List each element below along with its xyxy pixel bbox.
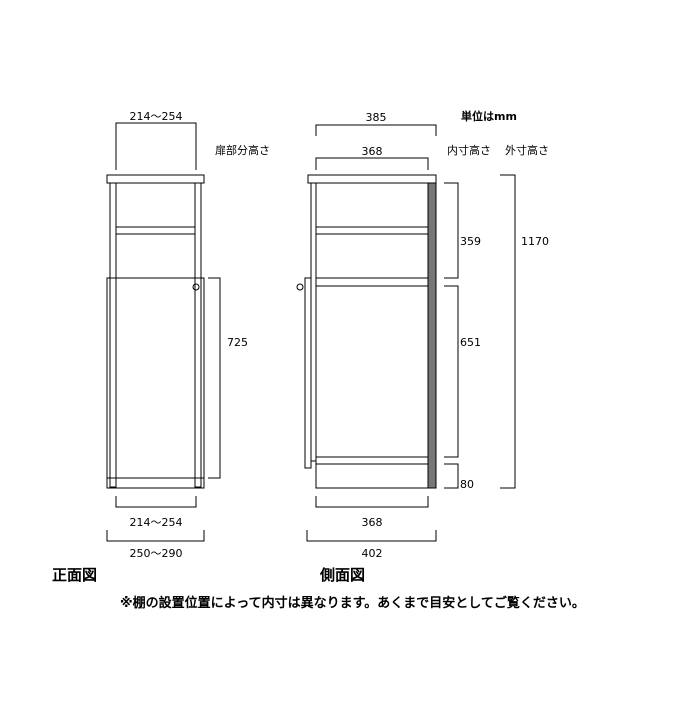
- side-shelf-lower: [315, 277, 429, 287]
- side-inner-depth-bottom-bracket: [315, 496, 429, 508]
- front-bottom-inner-width-label: 214〜254: [129, 516, 183, 529]
- side-lower-height-bracket: [444, 285, 459, 458]
- side-outer-depth-top-label: 385: [365, 111, 387, 124]
- side-door-panel: [304, 277, 312, 469]
- front-view-drawing: [106, 122, 221, 542]
- side-total-height-bracket: [500, 174, 516, 489]
- side-view-drawing: [296, 124, 516, 542]
- side-base: [315, 463, 429, 489]
- side-base-height-bracket: [444, 463, 459, 489]
- side-view-title: 側面図: [320, 566, 366, 584]
- side-top-plate: [307, 174, 437, 184]
- front-base: [106, 477, 205, 489]
- side-base-height-label: 80: [460, 478, 474, 491]
- side-outer-depth-bottom-bracket: [306, 530, 437, 542]
- side-upper-shelf: [315, 226, 429, 235]
- side-back-panel: [427, 182, 437, 489]
- front-bottom-outer-width-label: 250〜290: [129, 547, 183, 560]
- outer-height-title: 外寸高さ: [505, 144, 549, 157]
- front-right-side-panel: [194, 182, 202, 488]
- side-lower-height-label: 651: [460, 336, 481, 349]
- inner-height-title: 内寸高さ: [447, 144, 491, 157]
- side-inner-depth-bottom-label: 368: [361, 516, 383, 529]
- front-bottom-outer-width-bracket: [106, 530, 205, 542]
- side-front-edge: [310, 182, 317, 462]
- front-middle-shelf: [115, 226, 196, 235]
- front-door-knob: [192, 283, 200, 291]
- front-door-height-bracket: [208, 277, 221, 479]
- side-upper-height-label: 359: [460, 235, 481, 248]
- front-left-side-panel: [109, 182, 117, 488]
- front-door-height-label: 725: [227, 336, 248, 349]
- door-height-title: 扉部分高さ: [215, 144, 270, 157]
- front-bottom-inner-width-bracket: [115, 496, 197, 508]
- front-view-title: 正面図: [52, 566, 98, 584]
- front-door: [106, 277, 205, 479]
- side-inner-depth-top-label: 368: [361, 145, 383, 158]
- side-door-knob: [296, 283, 304, 291]
- side-bottom-shelf: [315, 456, 429, 465]
- unit-label: 単位はmm: [461, 110, 517, 123]
- front-top-width-bracket: [115, 122, 197, 170]
- side-inner-depth-top-bracket: [315, 157, 429, 170]
- side-upper-height-bracket: [444, 182, 459, 279]
- front-top-width-label: 214〜254: [129, 110, 183, 123]
- side-outer-depth-bottom-label: 402: [361, 547, 383, 560]
- disclaimer-note: ※棚の設置位置によって内寸は異なります。あくまで目安としてご覧ください。: [120, 596, 585, 611]
- side-outer-depth-top-bracket: [315, 124, 437, 136]
- front-top-plate: [106, 174, 205, 184]
- side-total-height-label: 1170: [521, 235, 549, 248]
